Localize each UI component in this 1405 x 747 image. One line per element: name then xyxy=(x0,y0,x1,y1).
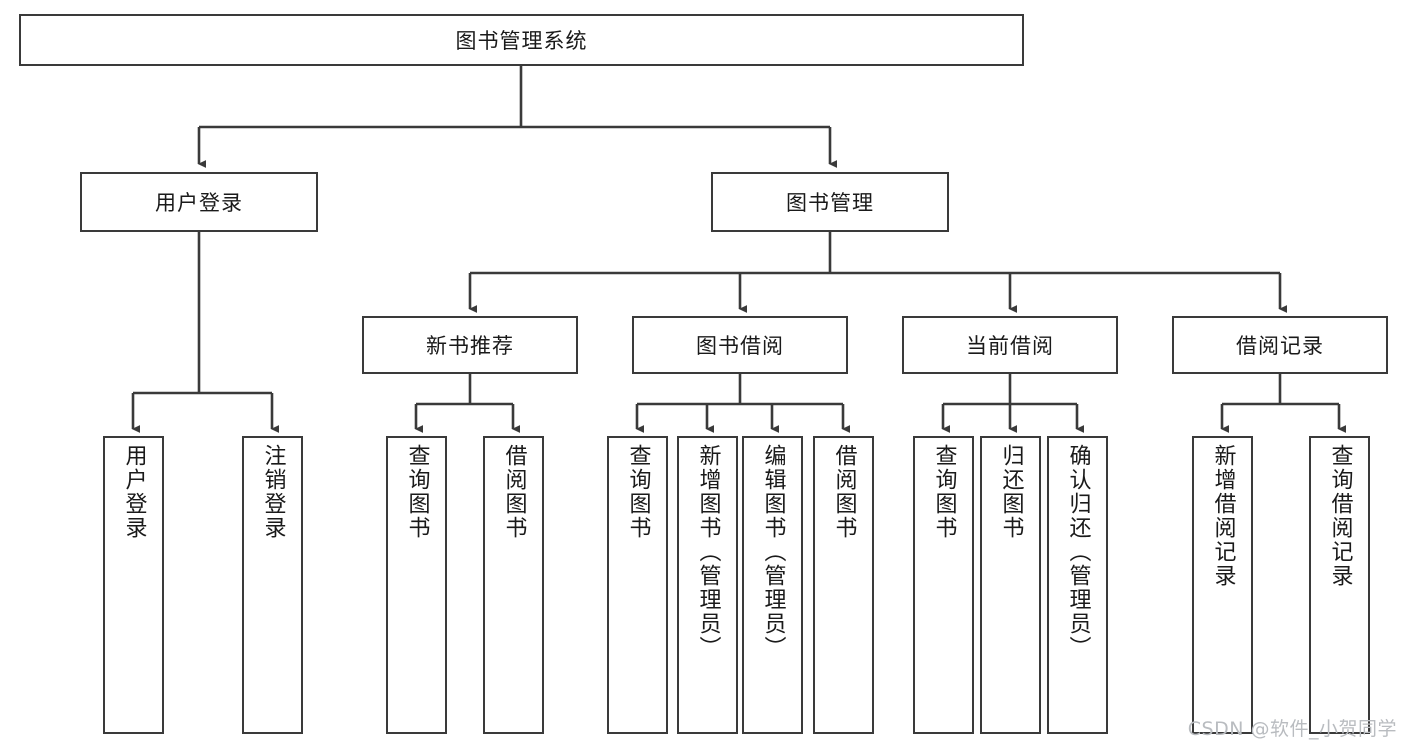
leaf-new-book-borrow-book[interactable]: 借阅图书 xyxy=(483,436,544,734)
leaf-label: 查询图书 xyxy=(625,444,651,540)
leaf-label: 编辑图书（管理员） xyxy=(760,444,786,660)
leaf-current-borrow-confirm-return-admin[interactable]: 确认归还（管理员） xyxy=(1047,436,1108,734)
leaf-book-borrow-edit-book-admin[interactable]: 编辑图书（管理员） xyxy=(742,436,803,734)
leaf-label: 确认归还（管理员） xyxy=(1065,444,1091,660)
leaf-book-borrow-borrow-book[interactable]: 借阅图书 xyxy=(813,436,874,734)
leaf-borrow-record-add-record[interactable]: 新增借阅记录 xyxy=(1192,436,1253,734)
leaf-borrow-record-query-record[interactable]: 查询借阅记录 xyxy=(1309,436,1370,734)
node-borrow-record[interactable]: 借阅记录 xyxy=(1172,316,1388,374)
leaf-label: 新增借阅记录 xyxy=(1210,444,1236,588)
node-label: 用户登录 xyxy=(155,191,243,215)
node-label: 当前借阅 xyxy=(966,334,1054,358)
leaf-label: 借阅图书 xyxy=(831,444,857,540)
node-user-login[interactable]: 用户登录 xyxy=(80,172,318,232)
node-current-borrow[interactable]: 当前借阅 xyxy=(902,316,1118,374)
leaf-book-borrow-query-book[interactable]: 查询图书 xyxy=(607,436,668,734)
leaf-user-login-logout[interactable]: 注销登录 xyxy=(242,436,303,734)
leaf-current-borrow-return-book[interactable]: 归还图书 xyxy=(980,436,1041,734)
node-new-book-recommend[interactable]: 新书推荐 xyxy=(362,316,578,374)
node-label: 图书管理 xyxy=(786,191,874,215)
watermark: CSDN @软件_小贺同学 xyxy=(1187,718,1397,740)
node-book-management[interactable]: 图书管理 xyxy=(711,172,949,232)
leaf-label: 查询图书 xyxy=(404,444,430,540)
node-label: 图书借阅 xyxy=(696,334,784,358)
leaf-label: 查询图书 xyxy=(931,444,957,540)
leaf-label: 注销登录 xyxy=(260,444,286,540)
leaf-current-borrow-query-book[interactable]: 查询图书 xyxy=(913,436,974,734)
node-root-book-management-system[interactable]: 图书管理系统 xyxy=(19,14,1024,66)
node-book-borrow[interactable]: 图书借阅 xyxy=(632,316,848,374)
leaf-label: 借阅图书 xyxy=(501,444,527,540)
leaf-user-login-login[interactable]: 用户登录 xyxy=(103,436,164,734)
leaf-label: 用户登录 xyxy=(121,444,147,540)
leaf-book-borrow-add-book-admin[interactable]: 新增图书（管理员） xyxy=(677,436,738,734)
leaf-new-book-query-book[interactable]: 查询图书 xyxy=(386,436,447,734)
leaf-label: 查询借阅记录 xyxy=(1327,444,1353,588)
node-label: 图书管理系统 xyxy=(455,29,588,53)
node-label: 借阅记录 xyxy=(1236,334,1324,358)
leaf-label: 新增图书（管理员） xyxy=(695,444,721,660)
node-label: 新书推荐 xyxy=(426,334,514,358)
leaf-label: 归还图书 xyxy=(998,444,1024,540)
